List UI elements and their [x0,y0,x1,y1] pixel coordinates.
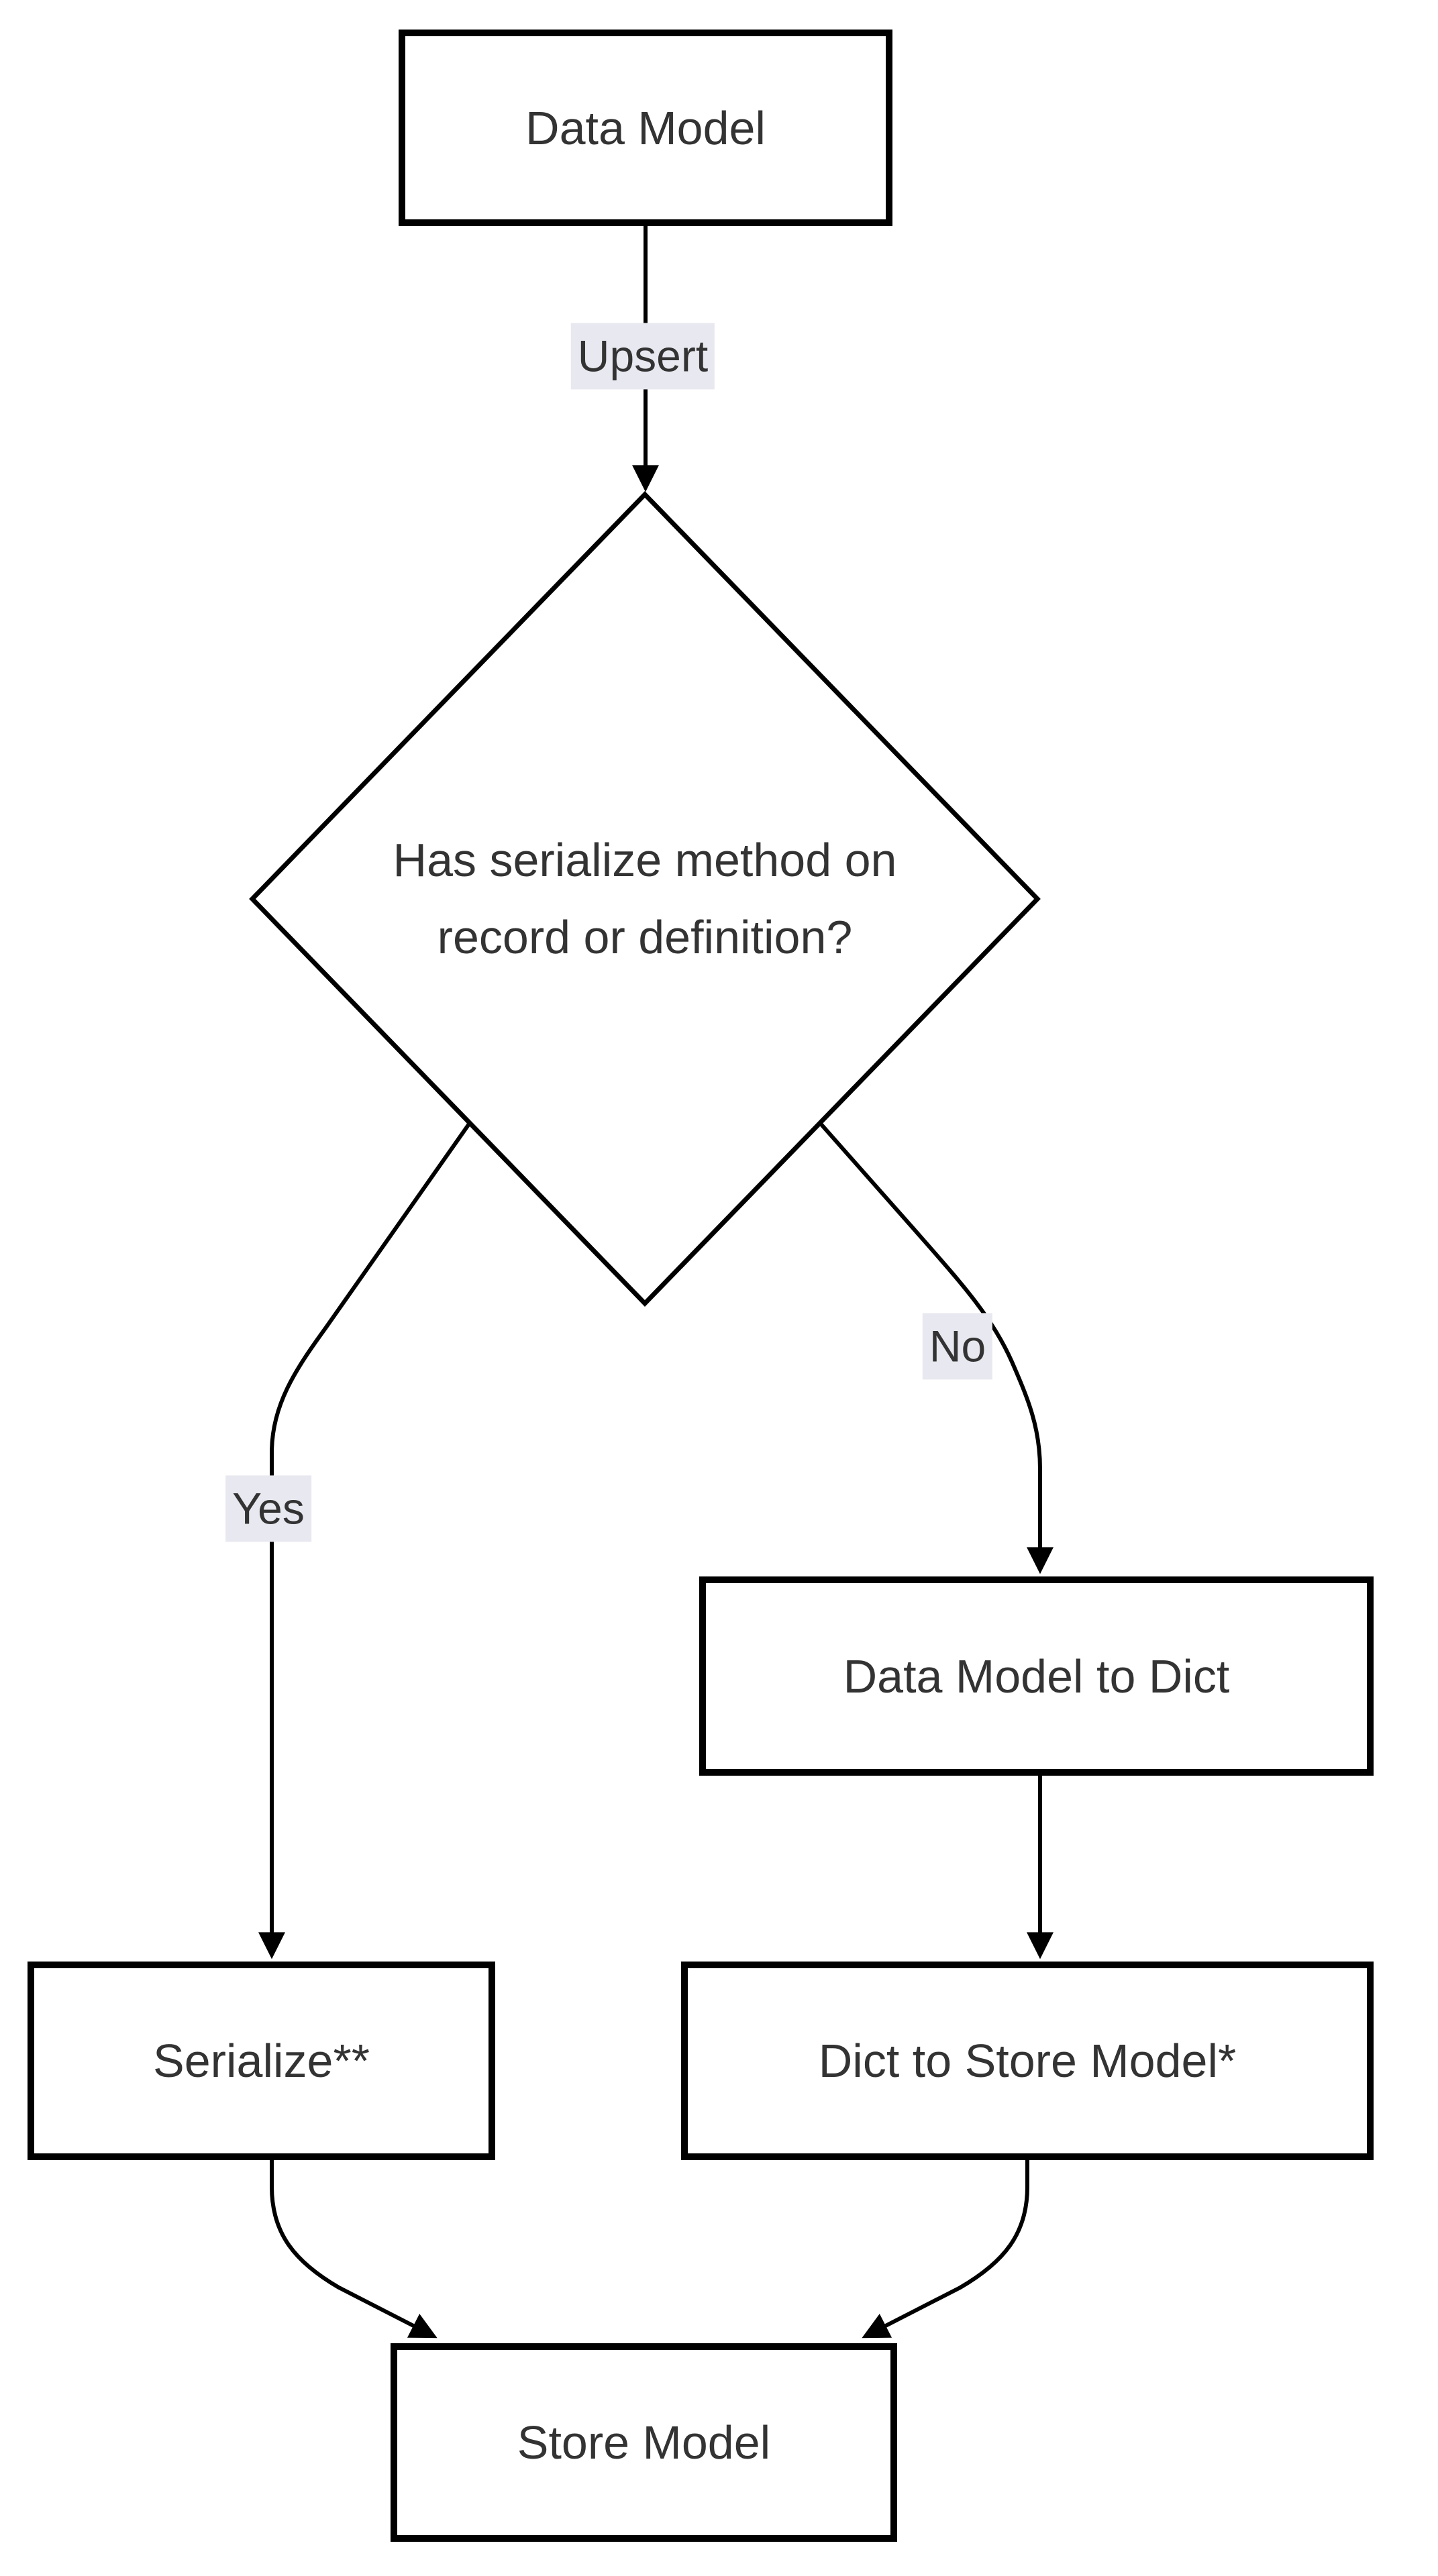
node-data-model: Data Model [399,30,892,226]
node-dict-to-store-model-label: Dict to Store Model* [818,2035,1237,2087]
node-data-model-to-dict-label: Data Model to Dict [843,1650,1230,1703]
node-serialize: Serialize** [28,1962,495,2160]
decision-diamond-shape [249,490,1041,1307]
node-decision-label-line2: record or definition? [437,911,853,963]
edge-no-arrow [818,1122,1054,1574]
edge-label-upsert: Upsert [570,323,715,390]
node-data-model-to-dict: Data Model to Dict [699,1576,1374,1776]
edge-label-yes: Yes [225,1475,311,1542]
edge-yes-arrow [258,1122,472,1960]
node-decision-label: Has serialize method on record or defini… [269,822,1021,976]
edge-serialize-to-store-arrow [270,2160,438,2339]
edge-dict-to-store-arrow [862,2160,1029,2339]
node-decision-label-line1: Has serialize method on [393,834,897,886]
node-dict-to-store-model: Dict to Store Model* [681,1962,1374,2160]
node-serialize-label: Serialize** [153,2035,370,2087]
node-data-model-label: Data Model [525,101,766,154]
node-store-model-label: Store Model [517,2416,771,2469]
edge-label-no: No [922,1313,993,1380]
node-store-model: Store Model [391,2343,897,2542]
